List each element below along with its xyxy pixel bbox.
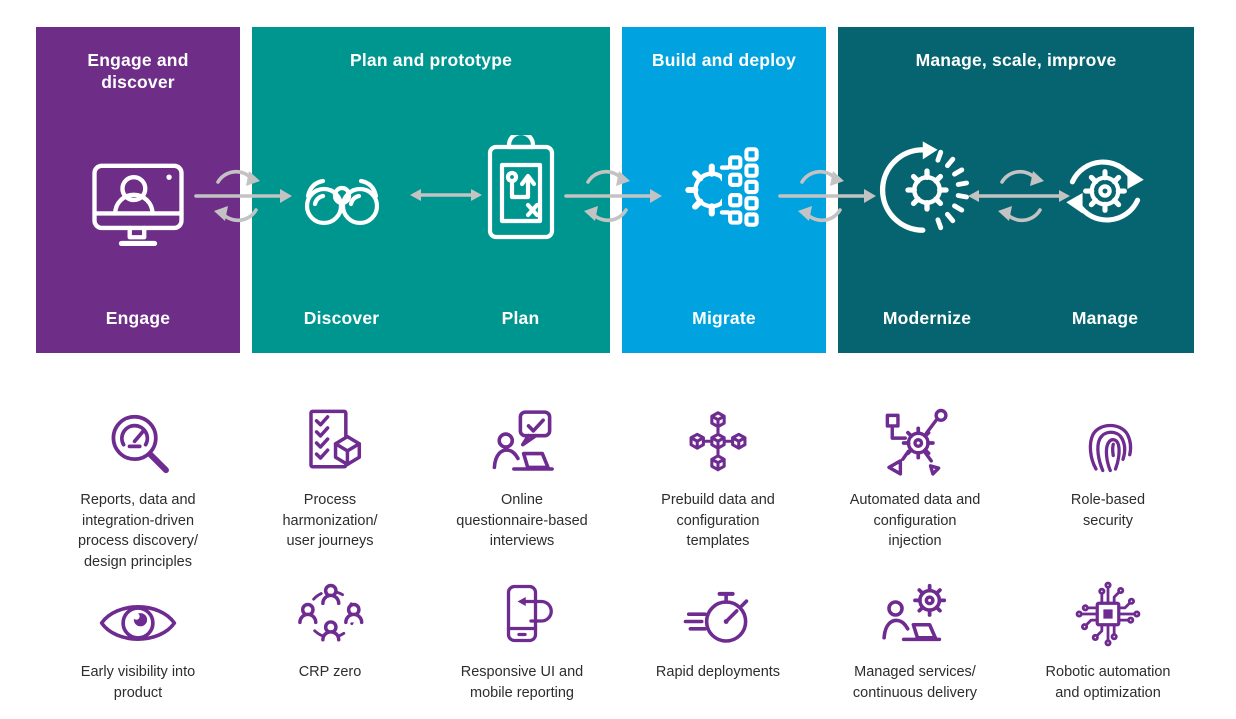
eye-icon: [95, 572, 181, 654]
sync-arrow-connector-migrate-modernize: [778, 164, 878, 228]
stage-label-manage: Manage: [1071, 308, 1139, 328]
feature-early-visibility: Early visibility into product: [43, 572, 233, 703]
feature-caption: Role-based security: [1070, 492, 1146, 529]
feature-caption: Prebuild data and configuration template…: [661, 492, 775, 550]
stage-label-modernize: Modernize: [882, 308, 972, 328]
gear-spin-icon: [872, 135, 982, 245]
monitor-person-icon: [80, 151, 196, 251]
mobile-back-arrow-icon: [486, 572, 558, 654]
feature-prebuild-templates: Prebuild data and configuration template…: [623, 400, 813, 552]
phase-title: Manage, scale, improve: [915, 50, 1117, 70]
phase-title: Engage and discover: [87, 50, 189, 93]
feature-role-security: Role-based security: [1013, 400, 1203, 531]
feature-automated-injection: Automated data and configuration injecti…: [820, 400, 1010, 552]
feature-caption: Responsive UI and mobile reporting: [460, 664, 584, 701]
stage-icons-row: [36, 94, 240, 308]
feature-caption: Robotic automation and optimization: [1045, 664, 1171, 701]
stage-icons-row: [838, 71, 1194, 308]
stage-labels-row: Migrate: [622, 308, 826, 353]
feature-responsive-ui: Responsive UI and mobile reporting: [427, 572, 617, 703]
stopwatch-icon: [678, 572, 758, 654]
binoculars-icon: [290, 150, 394, 230]
gear-cycle-icon: [1052, 137, 1158, 243]
people-circle-icon: [292, 572, 368, 654]
fingerprint-icon: [1072, 400, 1144, 482]
phase-panel-build-deploy: Build and deploy: [622, 27, 826, 353]
feature-caption: Process harmonization/ user journeys: [282, 492, 378, 550]
stage-icons-row: [622, 71, 826, 308]
checklist-cube-icon: [292, 400, 368, 482]
gear-data-transfer-icon: [671, 137, 777, 243]
feature-reports-discovery: Reports, data and integration-driven pro…: [43, 400, 233, 572]
feature-robotic-automation: Robotic automation and optimization: [1013, 572, 1203, 703]
clipboard-strategy-icon: [482, 134, 560, 245]
phase-title: Build and deploy: [651, 50, 797, 70]
feature-rapid-deployments: Rapid deployments: [623, 572, 813, 683]
stage-label-plan: Plan: [501, 308, 540, 328]
stage-labels-row: Engage: [36, 308, 240, 353]
sync-double-arrow-connector-modernize-manage: [964, 164, 1074, 228]
feature-caption: Early visibility into product: [80, 664, 196, 701]
feature-caption: Reports, data and integration-driven pro…: [77, 492, 199, 570]
phase-panel-manage-scale-improve: Manage, scale, improve: [838, 27, 1194, 353]
feature-crp-zero: CRP zero: [235, 572, 425, 683]
feature-managed-services: Managed services/ continuous delivery: [820, 572, 1010, 703]
feature-caption: Rapid deployments: [655, 664, 781, 680]
sync-arrow-connector-plan-migrate: [564, 164, 664, 228]
phase-panel-plan-prototype: Plan and prototype: [252, 27, 610, 353]
stage-icons-row: [252, 71, 610, 308]
person-laptop-gear-icon: [873, 572, 957, 654]
stage-label-engage: Engage: [105, 308, 171, 328]
interview-chat-icon: [482, 400, 562, 482]
phase-panel-engage-discover: Engage and discover Engage: [36, 27, 240, 353]
feature-caption: Managed services/ continuous delivery: [852, 664, 978, 701]
magnifier-gauge-icon: [99, 400, 177, 482]
feature-caption: CRP zero: [298, 664, 362, 680]
stage-labels-row: Discover Plan: [252, 308, 610, 353]
feature-process-harmonization: Process harmonization/ user journeys: [235, 400, 425, 552]
sync-arrow-connector-engage-discover: [194, 164, 294, 228]
feature-caption: Automated data and configuration injecti…: [849, 492, 981, 550]
chip-circuit-icon: [1068, 572, 1148, 654]
double-arrow-connector-discover-plan: [408, 185, 484, 205]
feature-caption: Online questionnaire-based interviews: [456, 492, 588, 550]
stage-labels-row: Modernize Manage: [838, 308, 1194, 353]
stage-label-discover: Discover: [303, 308, 380, 328]
stage-label-migrate: Migrate: [692, 308, 756, 328]
feature-online-interviews: Online questionnaire-based interviews: [427, 400, 617, 552]
cubes-network-icon: [678, 400, 758, 482]
phase-title: Plan and prototype: [349, 50, 513, 70]
workflow-gear-icon: [875, 400, 955, 482]
